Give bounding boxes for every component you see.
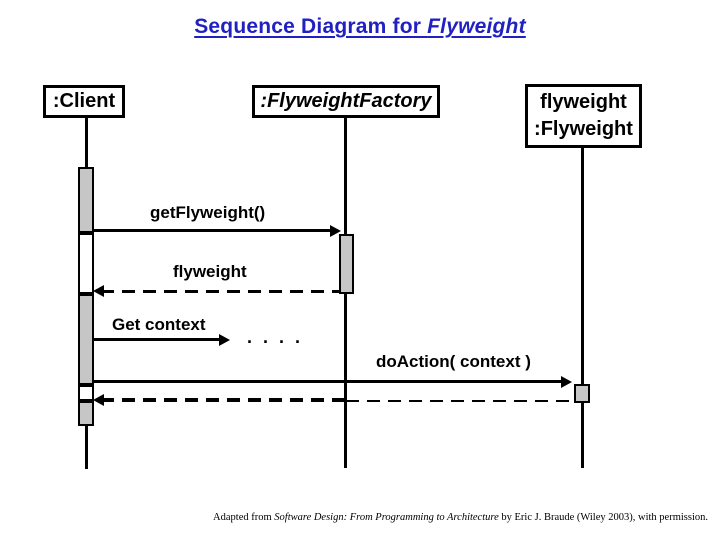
flyweight-activation-bar — [574, 384, 590, 403]
participant-box-flyweight: flyweight :Flyweight — [525, 84, 642, 148]
ellipsis-dots: . . . . — [247, 327, 304, 347]
arrowhead-left-icon — [93, 394, 104, 406]
client-activation-bar — [78, 167, 94, 426]
message-line-do-action — [94, 380, 562, 383]
message-line-flyweight-return — [101, 290, 339, 293]
participant-label-flyweight-line1: flyweight — [540, 91, 627, 113]
client-activation-segment — [78, 167, 94, 233]
page-title-prefix: Sequence Diagram for — [194, 15, 428, 38]
message-label-get-flyweight: getFlyweight() — [150, 203, 266, 222]
factory-activation-bar — [339, 234, 354, 294]
message-line-final-return-thick — [101, 398, 346, 402]
message-label-get-context: Get context — [112, 315, 206, 334]
client-activation-segment — [78, 233, 94, 294]
message-line-final-return-thin — [346, 400, 574, 402]
flyweight-lifeline — [581, 146, 584, 468]
attribution-book-title: Software Design: From Programming to Arc… — [274, 512, 499, 523]
attribution-prefix: Adapted from — [213, 512, 275, 523]
client-activation-segment — [78, 294, 94, 385]
participant-label-client: :Client — [52, 90, 116, 112]
participant-label-flyweight-line2: :Flyweight — [534, 118, 633, 140]
arrowhead-right-icon — [330, 225, 341, 237]
client-activation-segment — [78, 385, 94, 401]
arrowhead-right-icon — [561, 376, 572, 388]
participant-label-flyweight: flyweight :Flyweight — [534, 89, 633, 143]
message-line-get-context — [94, 338, 220, 341]
message-line-get-flyweight — [94, 229, 331, 232]
page-title: Sequence Diagram for Flyweight — [0, 15, 720, 39]
participant-box-client: :Client — [43, 85, 125, 118]
message-label-do-action: doAction( context ) — [376, 352, 531, 371]
message-label-flyweight-return: flyweight — [173, 262, 247, 281]
attribution-suffix: by Eric J. Braude (Wiley 2003), with per… — [498, 512, 708, 523]
participant-box-flyweight-factory: :FlyweightFactory — [252, 85, 440, 118]
attribution-text: Adapted from Software Design: From Progr… — [0, 512, 708, 523]
page-title-emphasis: Flyweight — [427, 15, 526, 38]
arrowhead-left-icon — [93, 285, 104, 297]
arrowhead-right-icon — [219, 334, 230, 346]
client-activation-segment — [78, 401, 94, 426]
participant-label-flyweight-factory: :FlyweightFactory — [260, 90, 432, 112]
